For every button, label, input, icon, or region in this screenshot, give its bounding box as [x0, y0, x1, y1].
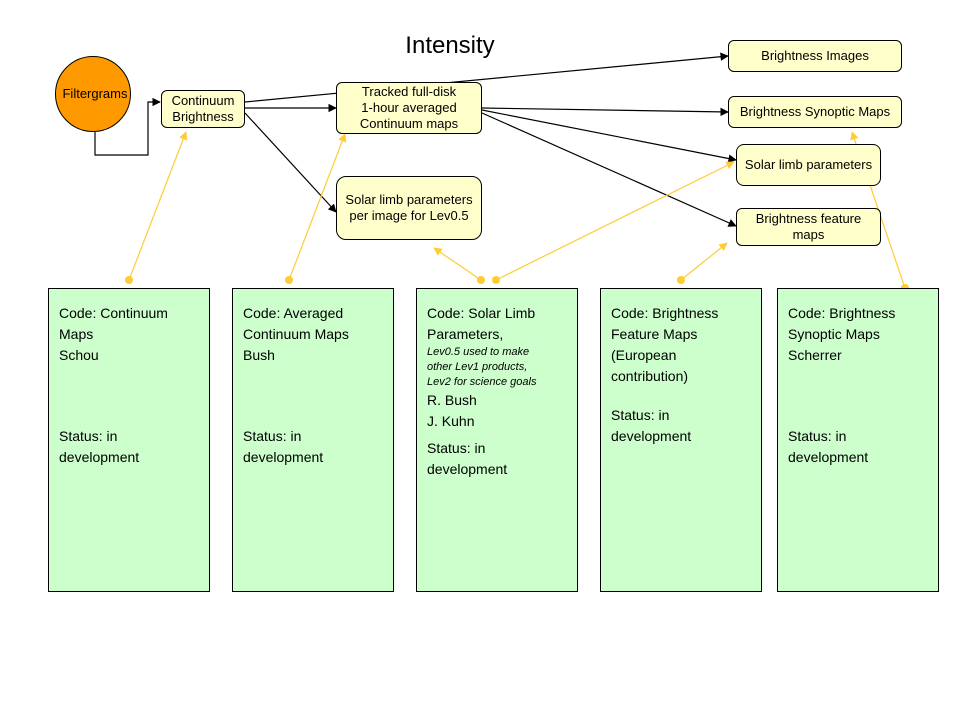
diagram-title: Intensity: [405, 32, 495, 59]
link-code-limb-lev05: [433, 247, 482, 281]
filtergrams-label: Filtergrams: [62, 86, 128, 101]
code-description: Code: Averaged Continuum Maps Bush: [243, 305, 349, 363]
link-dot-code-averaged: [285, 276, 293, 284]
code-box-feature-maps: Code: Brightness Feature Maps (European …: [600, 288, 762, 592]
arrow-filtergrams-to-continuum: [94, 97, 161, 156]
code-authors: R. Bush J. Kuhn: [427, 392, 477, 429]
node-synoptic-maps: Brightness Synoptic Maps: [728, 96, 902, 128]
node-feature-maps: Brightness feature maps: [736, 208, 881, 246]
code-status: Status: in development: [788, 428, 869, 465]
code-box-synoptic-maps: Code: Brightness Synoptic Maps Scherrer …: [777, 288, 939, 592]
node-brightness-images: Brightness Images: [728, 40, 902, 72]
code-status: Status: in development: [611, 407, 692, 444]
node-continuum-brightness: Continuum Brightness: [161, 90, 245, 128]
filtergrams-source: [55, 56, 131, 132]
arrow-continuum-to-brightness-images: [244, 52, 729, 103]
node-limb-lev05: Solar limb parameters per image for Lev0…: [336, 176, 482, 240]
code-description: Code: Continuum Maps Schou: [59, 305, 168, 363]
node-limb-parameters: Solar limb parameters: [736, 144, 881, 186]
code-box-solar-limb: Code: Solar Limb Parameters, Lev0.5 used…: [416, 288, 578, 592]
arrow-tracked-to-feature-maps: [481, 112, 737, 227]
arrow-tracked-to-synoptic: [481, 107, 729, 117]
link-code-limb-params: [495, 161, 735, 281]
node-tracked-maps: Tracked full-disk 1-hour averaged Contin…: [336, 82, 482, 134]
code-note: Lev0.5 used to make other Lev1 products,…: [427, 346, 537, 388]
arrow-continuum-to-limb-lev05: [244, 112, 337, 213]
link-dot-code-continuum: [125, 276, 133, 284]
code-description: Code: Brightness Feature Maps (European …: [611, 305, 719, 384]
arrow-tracked-to-limb-params: [481, 109, 737, 163]
link-dot-code-limb: [477, 276, 485, 284]
code-box-continuum: Code: Continuum Maps Schou Status: in de…: [48, 288, 210, 592]
link-code-averaged: [288, 133, 347, 281]
code-description: Code: Brightness Synoptic Maps Scherrer: [788, 305, 896, 363]
code-status: Status: in development: [243, 428, 324, 465]
link-dot-code-feature: [677, 276, 685, 284]
link-dot-code-limb-2: [492, 276, 500, 284]
code-status: Status: in development: [427, 440, 508, 477]
code-status: Status: in development: [59, 428, 140, 465]
code-box-averaged: Code: Averaged Continuum Maps Bush Statu…: [232, 288, 394, 592]
link-code-feature-maps: [680, 242, 728, 281]
code-description: Code: Solar Limb Parameters,: [427, 305, 536, 342]
link-code-continuum: [128, 131, 188, 281]
